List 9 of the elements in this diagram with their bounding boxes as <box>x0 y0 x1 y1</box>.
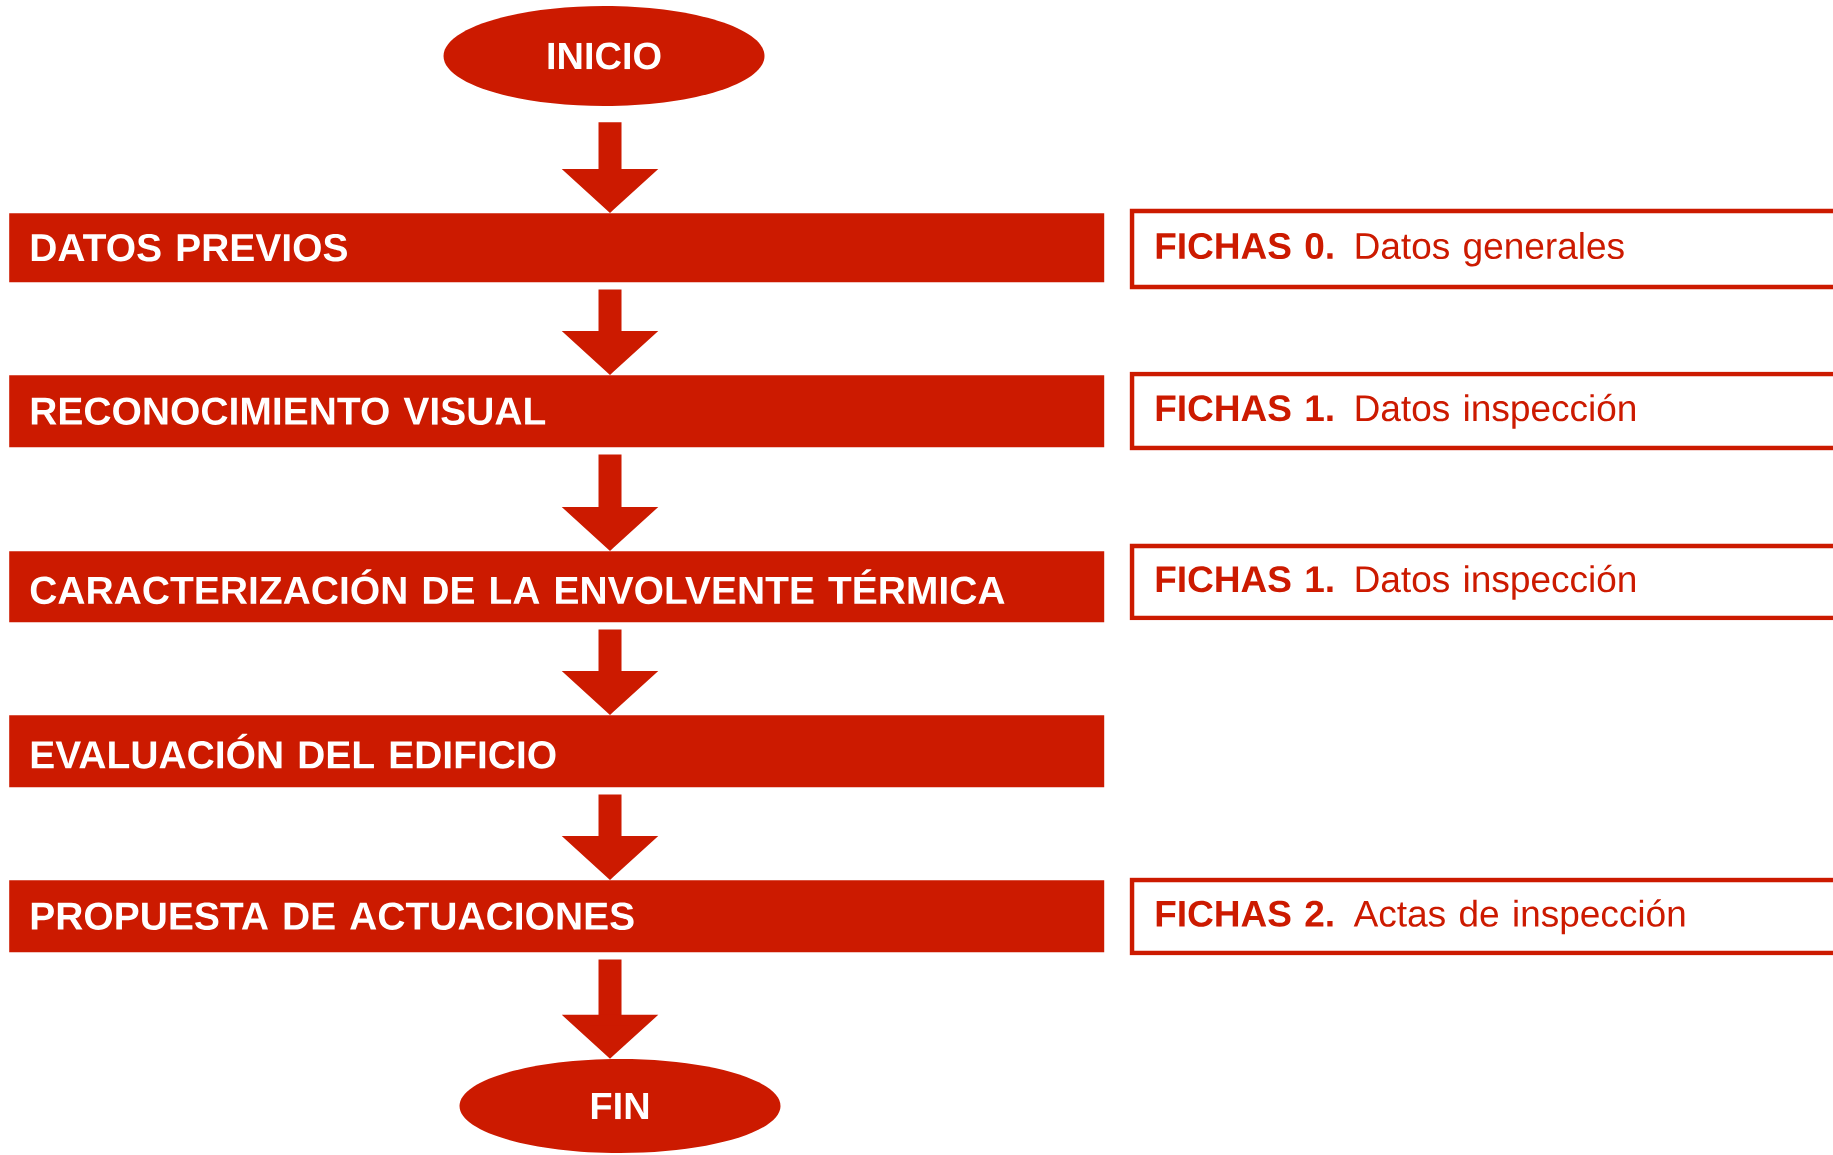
process-bar: EVALUACIÓN DEL EDIFICIO <box>9 715 1105 788</box>
reference-box: FICHAS 1. Datos inspección <box>1129 371 1833 451</box>
reference-box: FICHAS 1. Datos inspección <box>1129 543 1833 621</box>
process-bar: DATOS PREVIOS <box>9 213 1105 283</box>
reference-box: FICHAS 0. Datos generales <box>1129 208 1833 290</box>
process-bar: CARACTERIZACIÓN DE LA ENVOLVENTE TÉRMICA <box>9 551 1105 623</box>
reference-box: FICHAS 2. Actas de inspección <box>1129 877 1833 956</box>
process-bar: RECONOCIMIENTO VISUAL <box>9 375 1105 448</box>
process-bar: PROPUESTA DE ACTUACIONES <box>9 880 1105 953</box>
